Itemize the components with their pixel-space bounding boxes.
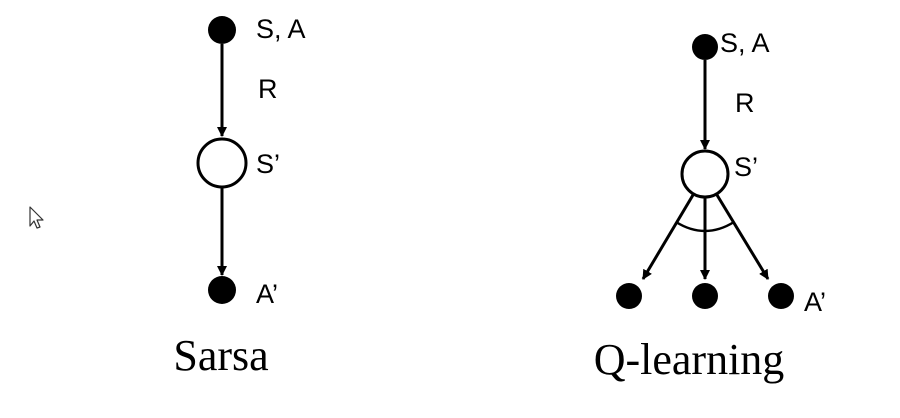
sarsa-state-action-label: S, A bbox=[256, 14, 306, 44]
sarsa-backup-diagram: S, A R S’ A’ Sarsa bbox=[173, 14, 305, 380]
sarsa-caption: Sarsa bbox=[173, 331, 268, 380]
qlearning-middle-action-node bbox=[692, 283, 718, 309]
sarsa-reward-label: R bbox=[258, 74, 278, 104]
qlearning-state-action-node bbox=[692, 34, 718, 60]
qlearning-reward-label: R bbox=[735, 88, 755, 118]
qlearning-left-action-arrow bbox=[641, 194, 695, 280]
qlearning-next-state-node bbox=[680, 149, 730, 199]
qlearning-next-action-label: A’ bbox=[804, 287, 826, 317]
qlearning-next-state-label: S’ bbox=[734, 152, 758, 182]
qlearning-right-action-arrow bbox=[715, 194, 770, 280]
sarsa-next-action-node bbox=[208, 276, 236, 304]
qlearning-max-arc bbox=[675, 220, 735, 233]
sarsa-next-state-label: S’ bbox=[256, 149, 280, 179]
qlearning-right-action-node bbox=[768, 283, 794, 309]
qlearning-caption: Q-learning bbox=[594, 335, 785, 384]
mouse-pointer-icon bbox=[29, 206, 44, 229]
sarsa-next-state-node bbox=[196, 137, 248, 189]
sarsa-next-action-label: A’ bbox=[256, 279, 278, 309]
sarsa-state-action-node bbox=[208, 16, 236, 44]
qlearning-state-action-label: S, A bbox=[720, 28, 770, 58]
qlearning-left-action-node bbox=[616, 283, 642, 309]
qlearning-backup-diagram: S, A R S’ A’ Q-learning bbox=[594, 28, 826, 384]
